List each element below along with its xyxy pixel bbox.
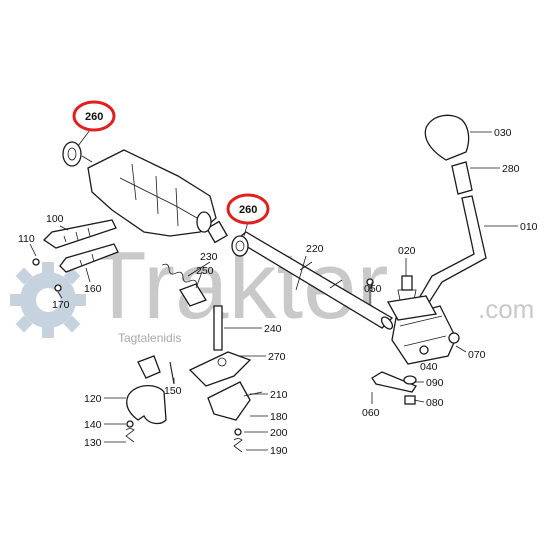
shift-lever	[417, 195, 487, 305]
sleeve-250	[179, 283, 207, 307]
shaft-220	[234, 231, 394, 329]
watermark: Trakter .com Tagtalenidis	[10, 232, 534, 345]
bolt-240	[213, 305, 223, 351]
label-120: 120	[84, 393, 102, 405]
label-190: 190	[270, 445, 288, 457]
label-010: 010	[520, 221, 538, 233]
label-100: 100	[46, 213, 64, 225]
part-labels: 030 280 010 020 050 070 040 090 080 060 …	[18, 127, 538, 457]
housing-body	[87, 149, 217, 237]
label-240: 240	[264, 323, 282, 335]
highlight-circle-left	[72, 100, 116, 132]
highlight-marks: 260 260	[72, 100, 270, 225]
gear-icon	[10, 262, 86, 338]
bolt-020	[401, 275, 413, 291]
nut-070	[448, 332, 460, 344]
label-070: 070	[468, 349, 486, 361]
watermark-tagline: Tagtalenidis	[118, 331, 181, 345]
label-060: 060	[362, 407, 380, 419]
label-130: 130	[84, 437, 102, 449]
label-020: 020	[398, 245, 416, 257]
label-270: 270	[268, 351, 286, 363]
fork-180	[207, 381, 251, 421]
spring-230	[161, 263, 198, 286]
label-040: 040	[420, 361, 438, 373]
label-250: 250	[196, 265, 214, 277]
label-140: 140	[84, 419, 102, 431]
lever-sleeve	[451, 161, 473, 195]
lever-bracket	[391, 305, 457, 365]
pin-170	[54, 284, 62, 292]
highlight-label-right: 260	[239, 204, 257, 216]
lever-knob	[424, 114, 470, 161]
pin-050	[366, 278, 374, 286]
leader-lines	[29, 129, 518, 451]
highlight-label-left: 260	[85, 111, 103, 123]
label-150: 150	[164, 385, 182, 397]
watermark-domain: .com	[478, 294, 534, 324]
ball-140	[126, 420, 134, 428]
rod-100	[42, 219, 117, 249]
bolt-060	[371, 371, 417, 393]
label-230: 230	[200, 251, 218, 263]
fork-120	[126, 385, 167, 425]
fork-arm	[137, 355, 161, 379]
label-180: 180	[270, 411, 288, 423]
rod-160	[59, 243, 119, 273]
label-090: 090	[426, 377, 444, 389]
label-220: 220	[306, 243, 324, 255]
label-110: 110	[18, 233, 35, 245]
shift-rods	[32, 219, 119, 292]
washer-090	[403, 375, 417, 385]
lower-linkage	[125, 305, 263, 453]
label-080: 080	[426, 397, 444, 409]
gear-lever-assembly	[366, 114, 487, 405]
seal-260-right	[231, 235, 249, 257]
label-030: 030	[494, 127, 512, 139]
pin-150	[169, 361, 175, 385]
seal-260-left	[62, 141, 82, 167]
highlight-circle-right	[226, 193, 270, 225]
housing-bore	[196, 211, 212, 233]
label-210: 210	[270, 389, 288, 401]
pin-110	[32, 258, 40, 266]
label-200: 200	[270, 427, 288, 439]
spring-130	[125, 428, 135, 443]
shift-housing	[62, 141, 217, 237]
shift-shaft	[206, 220, 394, 330]
label-280: 280	[502, 163, 520, 175]
label-050: 050	[364, 283, 382, 295]
ball-200	[234, 428, 242, 436]
spring-set	[161, 263, 207, 307]
label-170: 170	[52, 299, 70, 311]
nut-080	[404, 395, 416, 405]
lever-plate	[386, 295, 438, 321]
label-160: 160	[84, 283, 102, 295]
spring-190	[233, 438, 243, 453]
lever-270	[188, 351, 252, 387]
